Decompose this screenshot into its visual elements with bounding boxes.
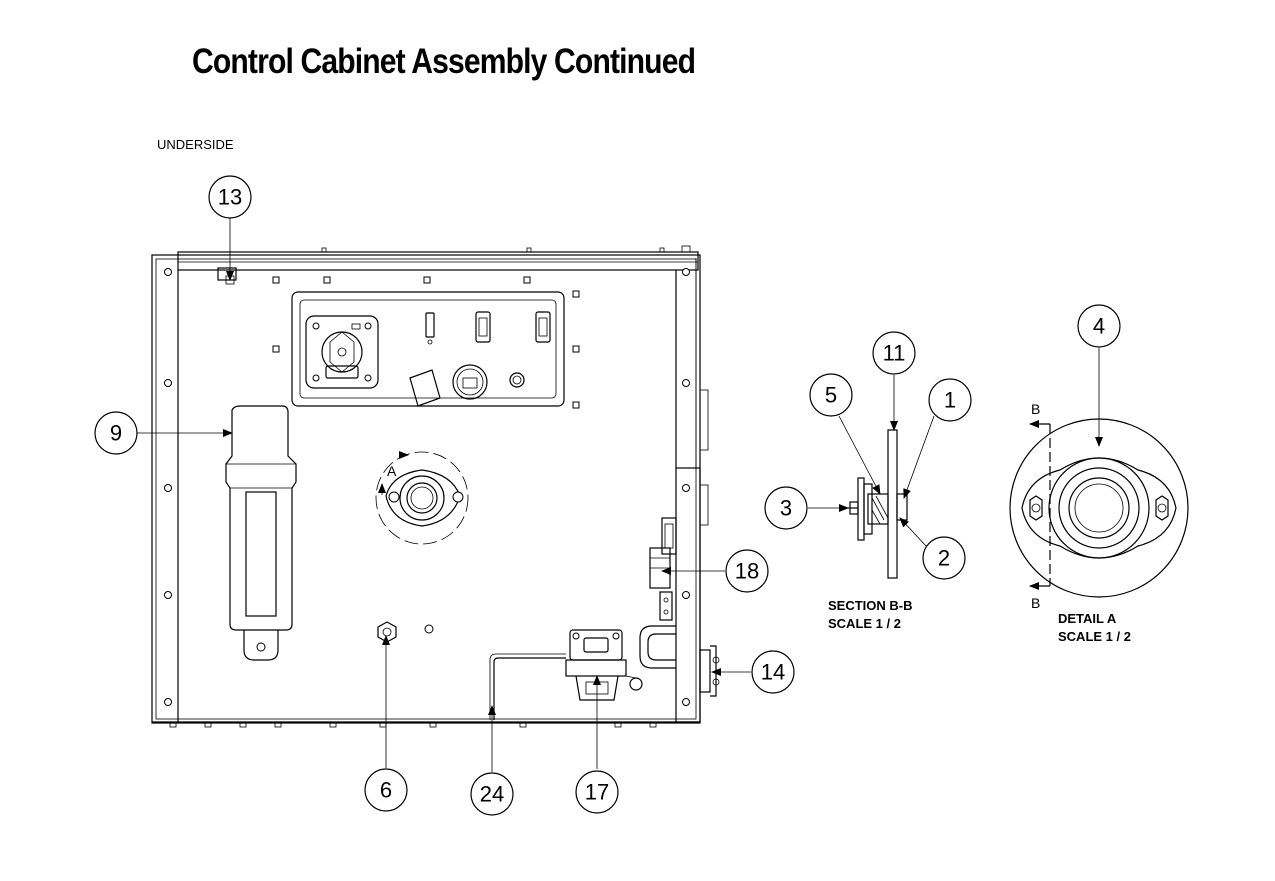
callout-18: 18	[735, 559, 759, 584]
callout-11: 11	[883, 341, 906, 366]
cabinet-underside-view	[151, 245, 720, 728]
callout-4: 4	[1093, 314, 1105, 339]
view-marker-a: A	[387, 463, 397, 479]
callout-2: 2	[938, 546, 950, 571]
view-label-underside: UNDERSIDE	[157, 137, 234, 152]
detail-a-view	[1009, 418, 1189, 598]
callout-1: 1	[944, 388, 956, 413]
callout-17: 17	[585, 780, 609, 805]
detail-caption-line1: DETAIL A	[1058, 611, 1117, 626]
detail-caption-line2: SCALE 1 / 2	[1058, 629, 1131, 644]
section-mark-top: B	[1031, 401, 1040, 417]
callout-3: 3	[780, 496, 792, 521]
section-caption-line2: SCALE 1 / 2	[828, 616, 901, 631]
callout-balloons: 13 9 6 24 17 18 14 11 5 1 3 2 4	[94, 175, 1121, 816]
callout-13: 13	[218, 185, 242, 210]
section-mark-bottom: B	[1031, 595, 1040, 611]
section-b-b-view	[842, 429, 908, 579]
section-caption-line1: SECTION B-B	[828, 598, 913, 613]
callout-5: 5	[825, 383, 837, 408]
callout-6: 6	[380, 778, 392, 803]
page-title: Control Cabinet Assembly Continued	[192, 42, 696, 81]
callout-24: 24	[480, 782, 504, 807]
callout-9: 9	[110, 421, 122, 446]
callout-14: 14	[761, 660, 785, 685]
leader-lines	[137, 218, 1103, 772]
